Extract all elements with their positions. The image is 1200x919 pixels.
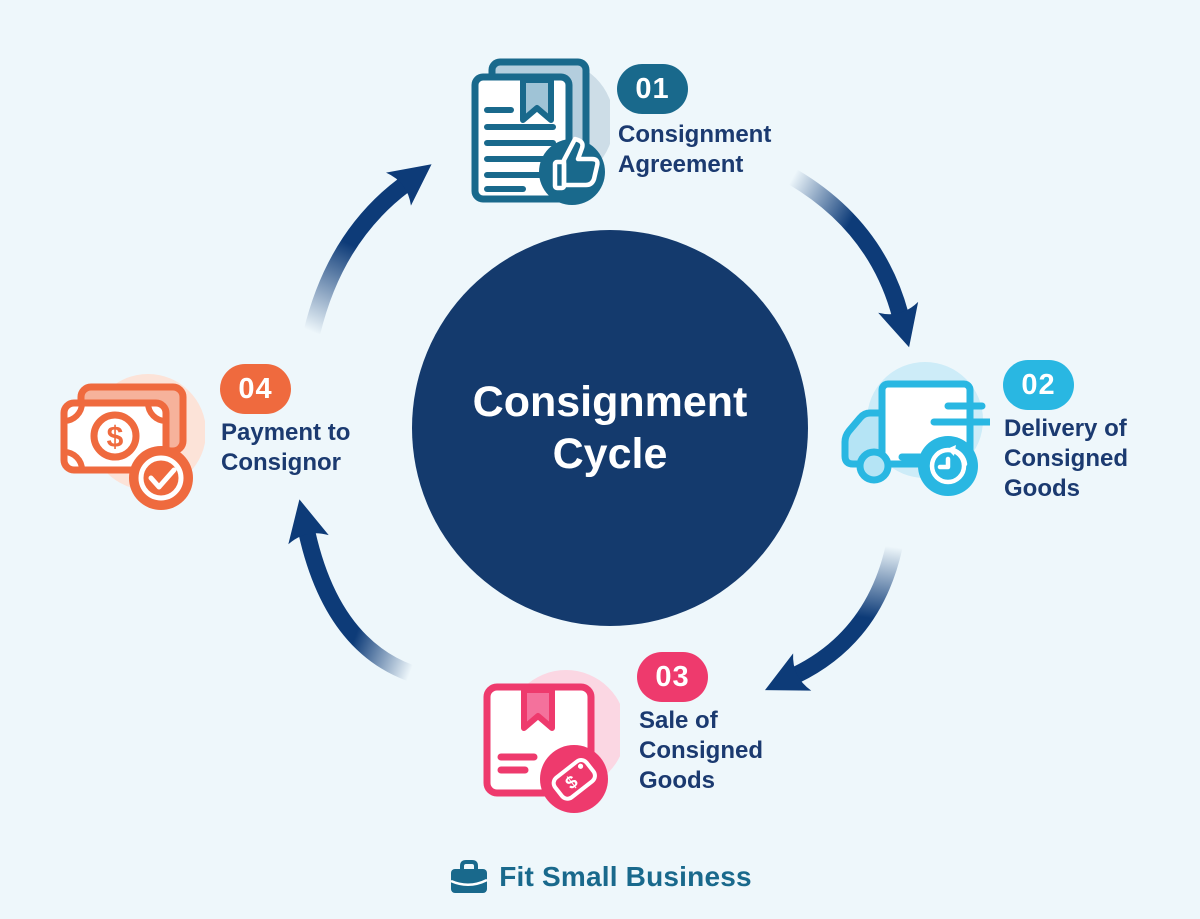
- step-02-number-badge: 02: [1003, 360, 1074, 410]
- step-01-number-badge: 01: [617, 64, 688, 114]
- step-04-number-badge: 04: [220, 364, 291, 414]
- arrow-step2-to-step3: [764, 545, 903, 691]
- cycle-title: Consignment Cycle: [472, 377, 748, 478]
- arrow-step4-to-step1: [303, 164, 432, 335]
- svg-text:$: $: [107, 421, 124, 454]
- briefcase-icon: [450, 860, 488, 893]
- step-02-title: Delivery of Consigned Goods: [1004, 415, 1128, 502]
- center-circle: Consignment Cycle: [412, 230, 808, 626]
- step-03-number-badge: 03: [637, 652, 708, 702]
- arrow-step1-to-step2: [788, 169, 919, 348]
- step-01-title: Consignment Agreement: [618, 121, 772, 178]
- arrow-step3-to-step4: [288, 499, 414, 681]
- brand-name: Fit Small Business: [499, 861, 752, 892]
- money-checkmark-icon: $: [60, 374, 205, 510]
- delivery-truck-clock-icon: [841, 362, 990, 496]
- package-price-tag-icon: $: [483, 670, 620, 813]
- step-04-title: Payment to Consignor: [221, 419, 351, 476]
- agreement-document-thumbs-up-icon: [471, 58, 610, 205]
- step-03-title: Sale of Consigned Goods: [639, 707, 763, 794]
- brand-footer: Fit Small Business: [0, 857, 1200, 897]
